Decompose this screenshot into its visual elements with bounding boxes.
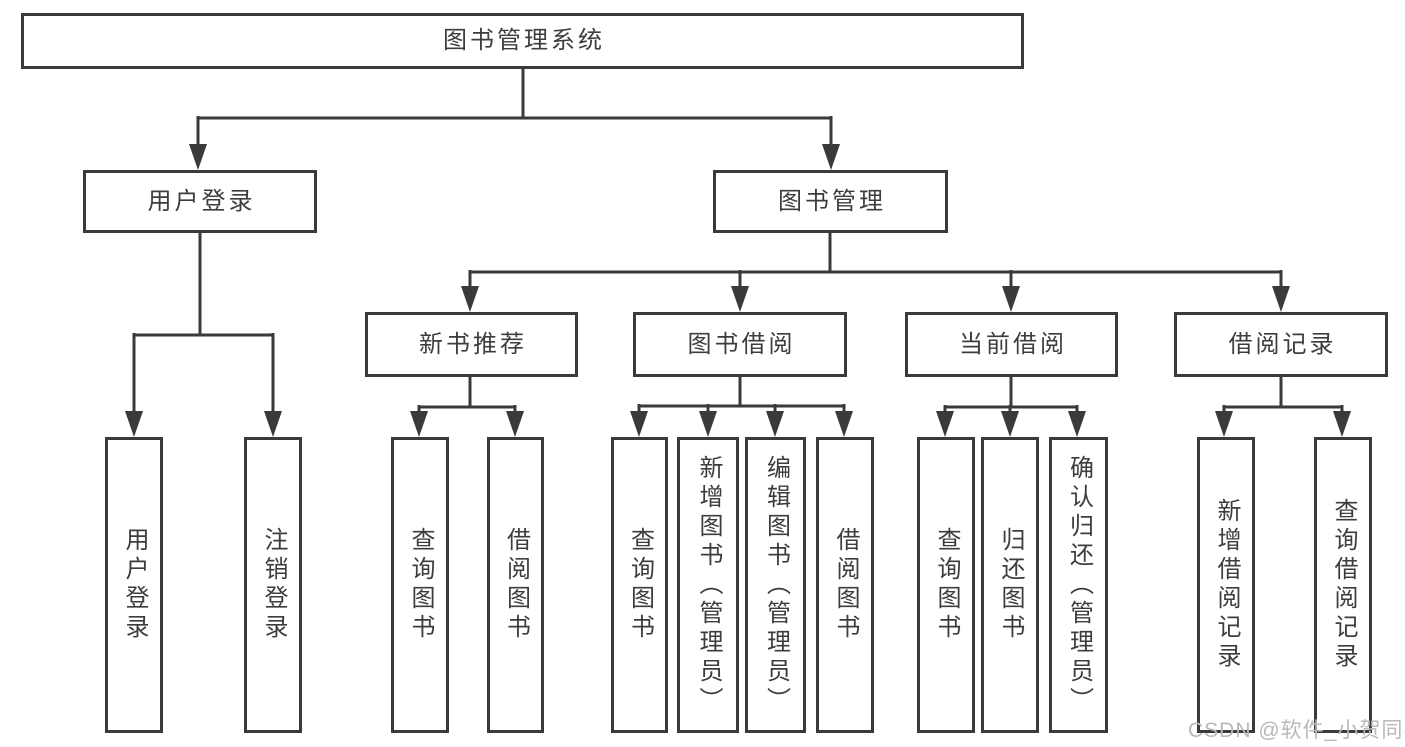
node-book-management-label: 图书管理 xyxy=(778,187,886,215)
leaf-query-borrow-record-label: 查询借阅记录 xyxy=(1330,498,1357,672)
leaf-add-borrow-record: 新增借阅记录 xyxy=(1197,437,1255,733)
arrowhead xyxy=(189,144,207,170)
arrowhead xyxy=(630,411,648,437)
leaf-add-book-admin: 新增图书（管理员） xyxy=(677,437,739,733)
leaf-logout: 注销登录 xyxy=(244,437,302,733)
arrowhead xyxy=(1068,411,1086,437)
leaf-query-book-2: 查询图书 xyxy=(611,437,668,733)
node-root-label: 图书管理系统 xyxy=(443,27,605,54)
node-new-book-recommend-label: 新书推荐 xyxy=(419,330,527,358)
node-new-book-recommend: 新书推荐 xyxy=(365,312,578,377)
leaf-return-book: 归还图书 xyxy=(981,437,1039,733)
leaf-borrow-book-1: 借阅图书 xyxy=(487,437,544,733)
leaf-add-borrow-record-label: 新增借阅记录 xyxy=(1213,498,1240,672)
arrowhead xyxy=(1272,286,1290,312)
connector-shafts xyxy=(132,68,1344,413)
arrowhead xyxy=(822,144,840,170)
arrowhead xyxy=(699,411,717,437)
node-user-login-label: 用户登录 xyxy=(147,187,256,215)
leaf-edit-book-admin-label: 编辑图书（管理员） xyxy=(762,454,790,716)
arrowhead xyxy=(1215,411,1233,437)
arrowhead xyxy=(936,411,954,437)
leaf-user-login-label: 用户登录 xyxy=(121,527,148,643)
leaf-query-book-3-label: 查询图书 xyxy=(933,527,960,643)
leaf-query-book-2-label: 查询图书 xyxy=(626,527,654,643)
leaf-query-borrow-record: 查询借阅记录 xyxy=(1314,437,1372,733)
leaf-confirm-return-admin-label: 确认归还（管理员） xyxy=(1065,454,1093,716)
node-current-borrow: 当前借阅 xyxy=(905,312,1118,377)
node-book-borrow-label: 图书借阅 xyxy=(687,330,796,358)
arrowhead xyxy=(835,411,853,437)
arrowhead xyxy=(766,411,784,437)
arrowhead xyxy=(506,411,524,437)
leaf-query-book-1-label: 查询图书 xyxy=(407,527,434,643)
csdn-watermark: CSDN @软件_小贺同学 xyxy=(1188,719,1405,742)
arrowhead xyxy=(264,411,282,437)
arrowhead xyxy=(1001,411,1019,437)
leaf-return-book-label: 归还图书 xyxy=(997,527,1024,643)
node-borrow-record: 借阅记录 xyxy=(1174,312,1388,377)
arrowhead xyxy=(410,411,428,437)
leaf-edit-book-admin: 编辑图书（管理员） xyxy=(745,437,806,733)
arrowhead xyxy=(461,286,479,312)
arrowhead xyxy=(1333,411,1351,437)
arrowheads xyxy=(125,144,1351,437)
leaf-query-book-3: 查询图书 xyxy=(917,437,975,733)
node-borrow-record-label: 借阅记录 xyxy=(1228,330,1337,358)
leaf-user-login: 用户登录 xyxy=(105,437,163,733)
arrowhead xyxy=(125,411,143,437)
node-root: 图书管理系统 xyxy=(21,13,1024,69)
node-book-borrow: 图书借阅 xyxy=(633,312,847,377)
arrowhead xyxy=(731,286,749,312)
leaf-borrow-book-2-label: 借阅图书 xyxy=(832,527,859,643)
node-user-login: 用户登录 xyxy=(83,170,317,233)
leaf-query-book-1: 查询图书 xyxy=(391,437,449,733)
leaf-borrow-book-2: 借阅图书 xyxy=(816,437,874,733)
leaf-confirm-return-admin: 确认归还（管理员） xyxy=(1049,437,1108,733)
leaf-borrow-book-1-label: 借阅图书 xyxy=(502,527,530,643)
arrowhead xyxy=(1002,286,1020,312)
leaf-logout-label: 注销登录 xyxy=(260,527,287,643)
node-current-borrow-label: 当前借阅 xyxy=(959,330,1067,358)
node-book-management: 图书管理 xyxy=(713,170,948,233)
leaf-add-book-admin-label: 新增图书（管理员） xyxy=(695,454,722,716)
